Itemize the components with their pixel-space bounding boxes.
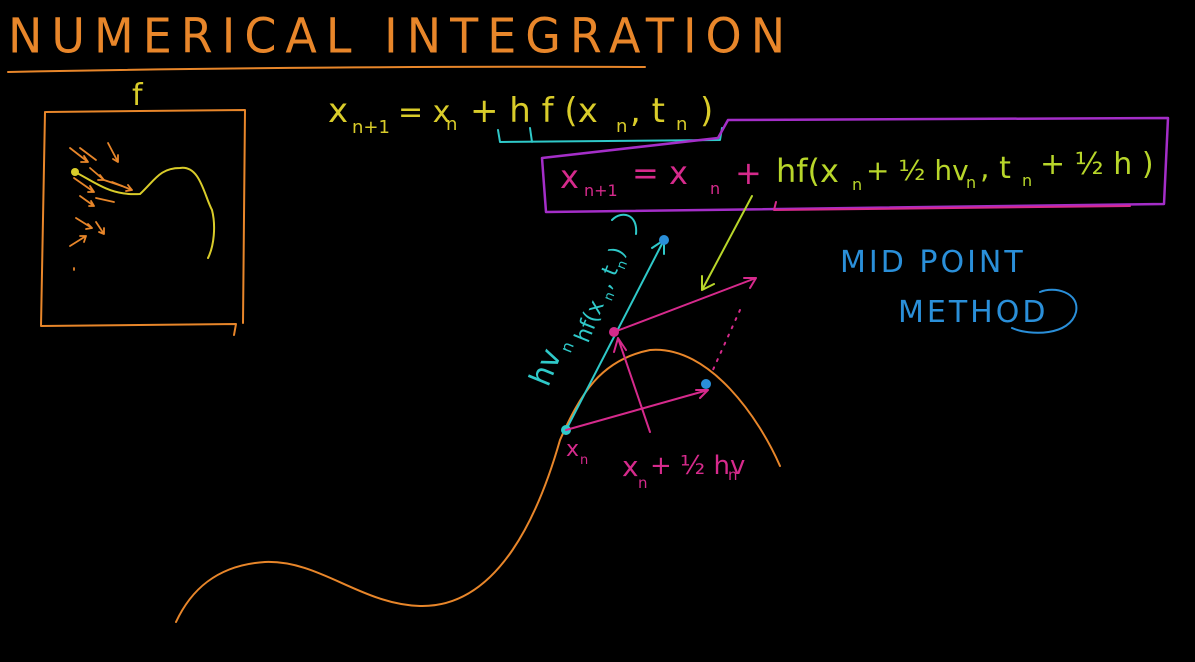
- euler-rest2: , t: [630, 91, 665, 131]
- method-line2: METHOD: [898, 295, 1048, 330]
- hf-annotation: hf(x n , t n ): [570, 244, 631, 347]
- mid-text: x: [622, 450, 639, 483]
- mid-rhs4: + ½ h ): [1040, 147, 1154, 182]
- mid-lhs: x: [560, 158, 579, 196]
- midpoint-formula: x n+1 = x n + hf(x n + ½ hv n , t n + ½ …: [560, 147, 1154, 200]
- method-swoosh: [1011, 288, 1078, 334]
- midpoint-slope-vector: [613, 277, 757, 333]
- mid-rhs2: + ½ hv: [866, 154, 969, 187]
- title-underline: [7, 65, 646, 73]
- hvn-annotation: hv n: [523, 339, 578, 391]
- vector-field-box: f: [40, 78, 246, 336]
- xn-sub: n: [580, 453, 588, 468]
- box-label: f: [132, 78, 144, 113]
- mid-sub: n: [638, 474, 648, 492]
- box-frame: [40, 109, 246, 336]
- mid-label: x n + ½ hv n: [622, 450, 745, 492]
- mid-eq: = x: [632, 154, 688, 192]
- trajectory-curve: [74, 166, 216, 259]
- xn-text: x: [566, 437, 579, 462]
- hf-text: hf(x: [570, 297, 609, 347]
- midpoint-underline: [773, 201, 1131, 211]
- euler-lhs: x: [328, 91, 348, 131]
- method-line1: MID POINT: [840, 245, 1026, 280]
- mid-rhs2-sub: n: [966, 173, 976, 192]
- euler-close: ): [700, 91, 713, 131]
- solution-curve: [175, 348, 781, 623]
- euler-rhs: = x: [398, 95, 450, 130]
- mid2-text: + ½ hv: [650, 451, 745, 481]
- pointer-arrow: [701, 195, 753, 291]
- title-group: NUMERICAL INTEGRATION: [7, 8, 794, 73]
- euler-rest2-sub: n: [676, 114, 687, 135]
- euler-rest: + h f (x: [470, 91, 598, 131]
- mid-pointer: [613, 337, 651, 433]
- hvn-sub: n: [556, 339, 577, 356]
- euler-lhs-sub: n+1: [352, 117, 390, 138]
- mid-rhs-sub: n: [852, 175, 862, 194]
- mid-rhs: hf(x: [776, 152, 839, 190]
- euler-endpoint: [659, 235, 669, 245]
- mid-rhs3: , t: [980, 151, 1011, 186]
- mid-plus: +: [735, 154, 762, 192]
- midpoint-endpoint: [701, 379, 711, 389]
- midpoint-box: [540, 116, 1170, 214]
- method-label: MID POINT METHOD: [840, 245, 1048, 330]
- dotted-guide: [711, 309, 741, 373]
- xn-label: x n: [566, 437, 588, 468]
- mid-lhs-sub: n+1: [584, 181, 618, 200]
- curl-arrow: [611, 213, 638, 235]
- mid-eq-sub: n: [710, 179, 720, 198]
- euler-rest-sub: n: [616, 116, 627, 137]
- field-arrows: [69, 142, 133, 271]
- euler-formula: x n+1 = x n + h f (x n , t n ): [328, 91, 713, 138]
- page-title: NUMERICAL INTEGRATION: [8, 8, 794, 64]
- mid2-sub: n: [728, 466, 738, 484]
- half-step-vector: [565, 389, 709, 431]
- euler-rhs-sub: n: [446, 114, 457, 135]
- hf3-text: ): [605, 244, 631, 261]
- mid-rhs3-sub: n: [1022, 171, 1032, 190]
- hf-sub: n: [601, 290, 618, 303]
